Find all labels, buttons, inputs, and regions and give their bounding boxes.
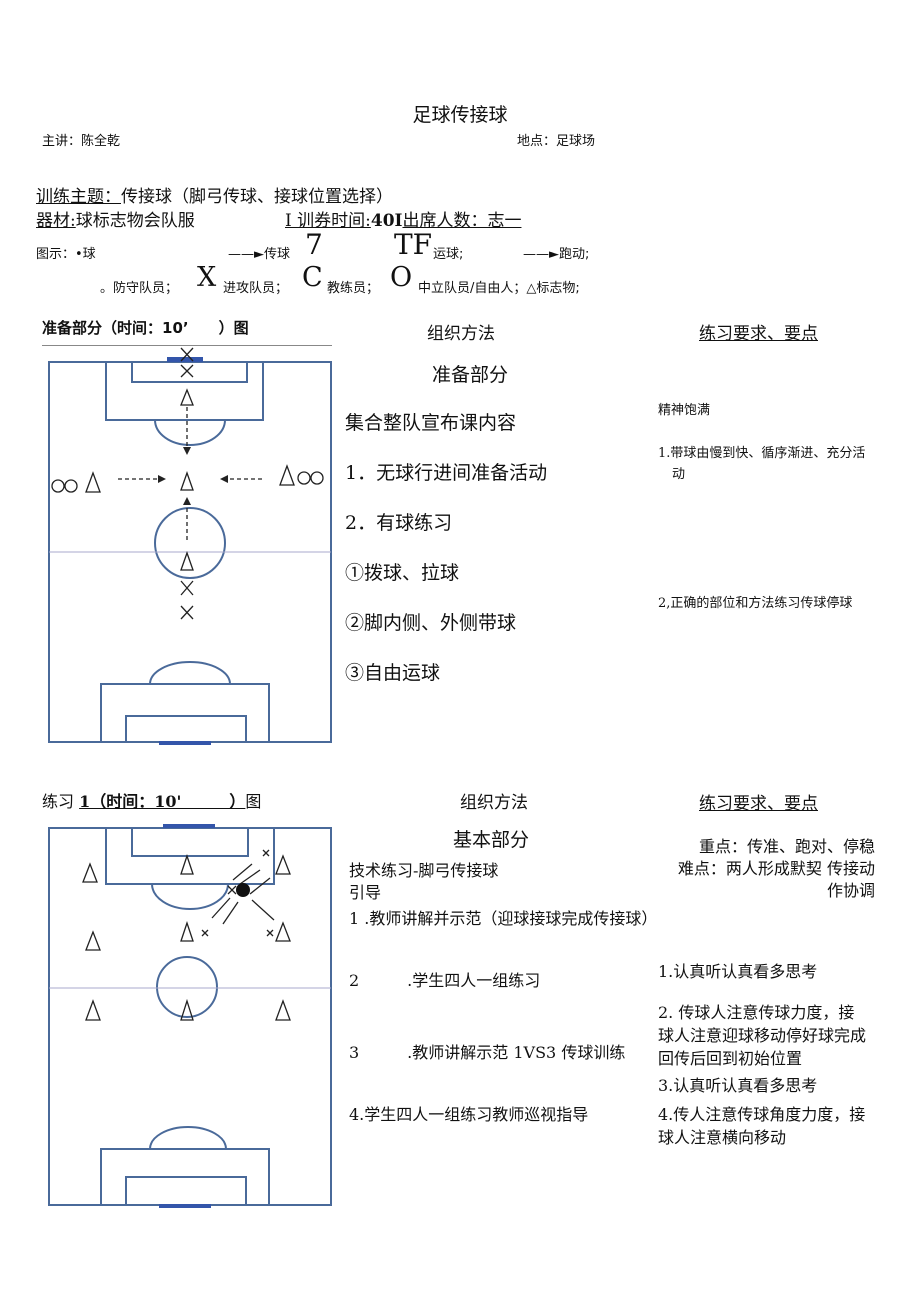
section2-diagram-title: 练习 1（时间：10' ）图: [42, 788, 261, 812]
divider: [42, 345, 332, 346]
section1-org-list: 准备部分 集合整队宣布课内容 1．无球行进间准备活动 2．有球练习 ①拨球、拉球…: [345, 360, 645, 722]
document-title: 足球传接球: [412, 104, 508, 126]
legend-coach-mark: C: [302, 262, 323, 293]
req-line: 1.认真听认真看多思考: [658, 962, 818, 981]
org-line: 准备部分: [431, 364, 508, 386]
section2-org-list: 技术练习-脚弓传接球 引导 1 .教师讲解并示范（迎球接球完成传接球） 2 .学…: [349, 860, 649, 1126]
legend-dribble-mark: TF: [394, 228, 433, 261]
time-label: I 训券时间:: [285, 211, 371, 231]
org-line: ①拨球、拉球: [345, 562, 460, 584]
legend-coach: 教练员；: [327, 281, 380, 296]
org-line: 2．有球练习: [345, 512, 453, 534]
org-line: 2 .学生四人一组练习: [349, 971, 541, 990]
org-line: 集合整队宣布课内容: [345, 412, 517, 434]
section1-org-header: 组织方法: [427, 324, 495, 344]
org-line: 引导: [349, 883, 382, 902]
legend-defender: 。防守队员；: [100, 281, 179, 296]
training-theme: 训练主题：传接球（脚弓传球、接球位置选择）: [36, 182, 393, 207]
section2-req-list: 1.认真听认真看多思考 2. 传球人注意传球力度，接球人注意迎球移动停好球完成回…: [658, 960, 868, 1174]
section2-req-header: 练习要求、要点: [699, 794, 818, 814]
location: 地点：足球场: [517, 134, 596, 149]
title-number: 1（时间：10' ）: [79, 792, 246, 811]
equipment: 器材:球标志物会队服: [36, 206, 195, 231]
lecturer: 主讲：陈全乾: [42, 134, 121, 149]
legend-pass: ——►传球: [228, 247, 290, 262]
legend-ball: 图示：•球: [36, 247, 96, 262]
req-line: 3.认真听认真看多思考: [658, 1076, 818, 1095]
req-line: 1.带球由慢到快、循序渐进、充分活动: [658, 446, 866, 482]
key-point: 重点：传准、跑对、停稳: [698, 837, 875, 856]
training-time: I 训券时间:40I出席人数：志一: [285, 206, 521, 231]
org-line: ③自由运球: [345, 662, 441, 684]
theme-label: 训练主题：: [36, 187, 121, 207]
req-line: 精神饱满: [658, 403, 711, 418]
section1-diagram-title: 准备部分（时间：10’ ）图: [42, 319, 249, 337]
org-line: 1．无球行进间准备活动: [345, 462, 548, 484]
req-line: 2. 传球人注意传球力度，接球人注意迎球移动停好球完成回传后回到初始位置: [658, 1003, 867, 1068]
difficulty: 难点：两人形成默契 传接动作协调: [677, 859, 875, 900]
section1-req-list: 精神饱满 1.带球由慢到快、循序渐进、充分活动 2,正确的部位和方法练习传球停球: [658, 400, 878, 614]
section2-org-header: 组织方法: [460, 793, 528, 813]
org-line: 技术练习-脚弓传接球: [349, 861, 499, 880]
req-line: 4.传人注意传球角度力度，接球人注意横向移动: [658, 1105, 866, 1147]
legend-dribble: 运球;: [433, 247, 464, 262]
legend-attacker: 进攻队员；: [223, 281, 289, 296]
section1-field-diagram: [48, 347, 332, 745]
title-prefix: 练习: [42, 792, 75, 811]
equipment-label: 器材:: [36, 211, 76, 231]
legend-neutral-mark: O: [390, 262, 413, 293]
section2-org-heading: 基本部分: [453, 829, 530, 851]
section2-key-points: 重点：传准、跑对、停稳 难点：两人形成默契 传接动作协调: [670, 836, 875, 902]
org-line: 1 .教师讲解并示范（迎球接球完成传接球）: [349, 909, 649, 928]
theme-value: 传接球（脚弓传球、接球位置选择）: [121, 187, 393, 207]
section1-req-header: 练习要求、要点: [699, 324, 818, 344]
legend-pass-mark: 7: [305, 228, 323, 261]
legend-run: ——►跑动;: [523, 247, 590, 262]
org-line: 4.学生四人一组练习教师巡视指导: [349, 1105, 589, 1124]
title-suffix: 图: [245, 792, 262, 811]
section2-field-diagram: [48, 824, 332, 1208]
legend-neutral: 中立队员/自由人；△标志物;: [418, 281, 580, 296]
req-line: 2,正确的部位和方法练习传球停球: [658, 596, 853, 611]
org-line: 3 .教师讲解示范 1VS3 传球训练: [349, 1043, 626, 1062]
time-value: 40I: [370, 211, 403, 231]
equipment-value: 球标志物会队服: [75, 211, 195, 231]
attendance: 出席人数：志一: [402, 211, 522, 231]
legend-attacker-mark: X: [197, 262, 217, 293]
org-line: ②脚内侧、外侧带球: [345, 612, 517, 634]
